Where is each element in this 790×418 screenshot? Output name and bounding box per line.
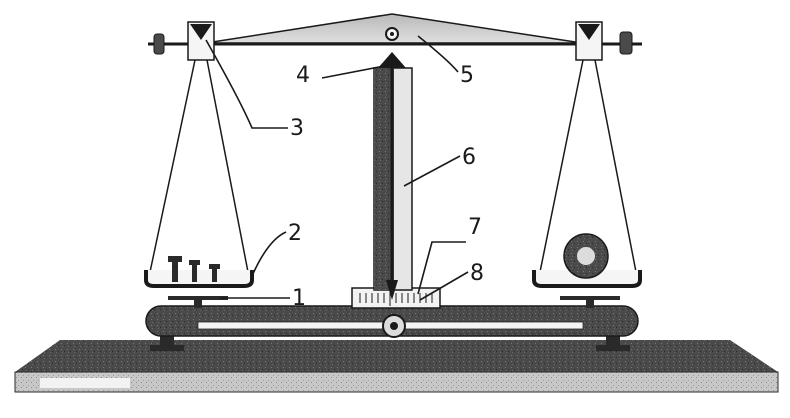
stirrup-right xyxy=(575,21,603,61)
pointer xyxy=(386,62,398,300)
base-plate xyxy=(14,340,779,393)
label-1: 1 xyxy=(292,286,306,311)
stirrup-left xyxy=(187,21,215,61)
label-6: 6 xyxy=(462,145,476,170)
label-4: 4 xyxy=(296,63,310,88)
pan-support-left xyxy=(168,296,228,308)
label-5: 5 xyxy=(460,63,474,88)
label-2: 2 xyxy=(288,221,302,246)
pan-wires xyxy=(149,59,637,273)
label-7: 7 xyxy=(468,215,482,240)
scale-plate xyxy=(351,287,441,309)
weights xyxy=(168,256,220,282)
leader-lines xyxy=(205,35,469,301)
knife-edge xyxy=(378,52,406,68)
label-8: 8 xyxy=(470,261,484,286)
lower-frame xyxy=(145,305,639,338)
object-sphere xyxy=(563,233,609,279)
beam xyxy=(148,13,642,55)
pan-support-right xyxy=(560,296,620,308)
pan-left xyxy=(144,270,254,288)
label-3: 3 xyxy=(290,116,304,141)
